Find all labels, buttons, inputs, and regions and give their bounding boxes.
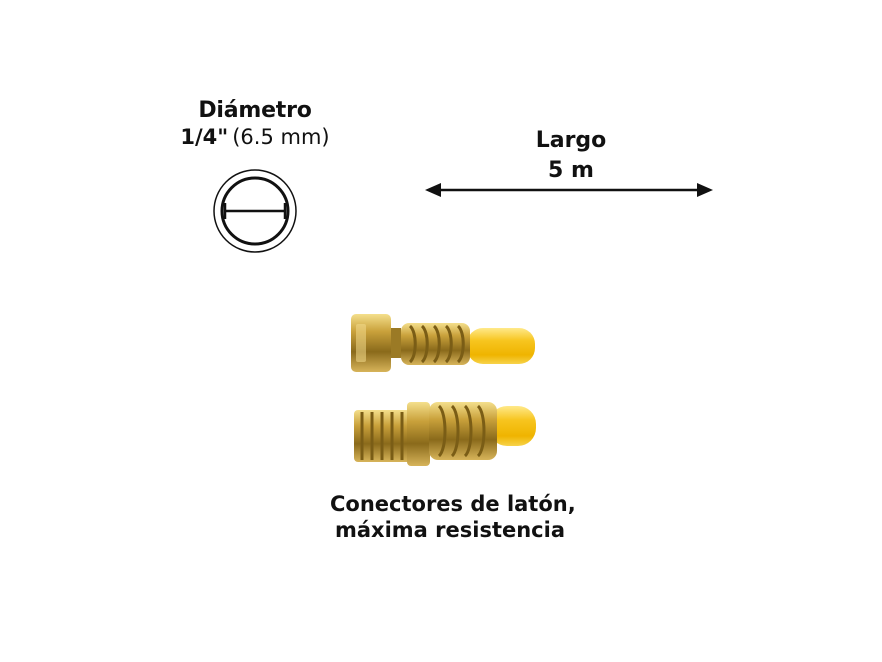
double-arrow-icon	[425, 183, 713, 197]
product-caption: Conectores de latón, máxima resistencia	[330, 491, 576, 543]
length-label-group: Largo 5 m	[506, 126, 636, 186]
caption-line-1: Conectores de latón,	[330, 492, 576, 516]
diameter-circle-icon	[213, 169, 297, 253]
length-value: 5 m	[548, 158, 594, 183]
lower-connector-group	[354, 402, 536, 466]
length-title: Largo	[535, 128, 607, 153]
diameter-inch-value: 1/4"	[180, 125, 229, 149]
diameter-mm-value: (6.5 mm)	[232, 125, 330, 149]
diameter-title: Diámetro	[198, 98, 312, 123]
diameter-label-group: Diámetro 1/4"(6.5 mm)	[170, 98, 340, 150]
brass-connector-hose-image	[351, 314, 536, 466]
caption-line-2: máxima resistencia	[334, 518, 565, 542]
upper-connector-group	[351, 314, 535, 372]
diameter-value: 1/4"(6.5 mm)	[170, 124, 340, 150]
